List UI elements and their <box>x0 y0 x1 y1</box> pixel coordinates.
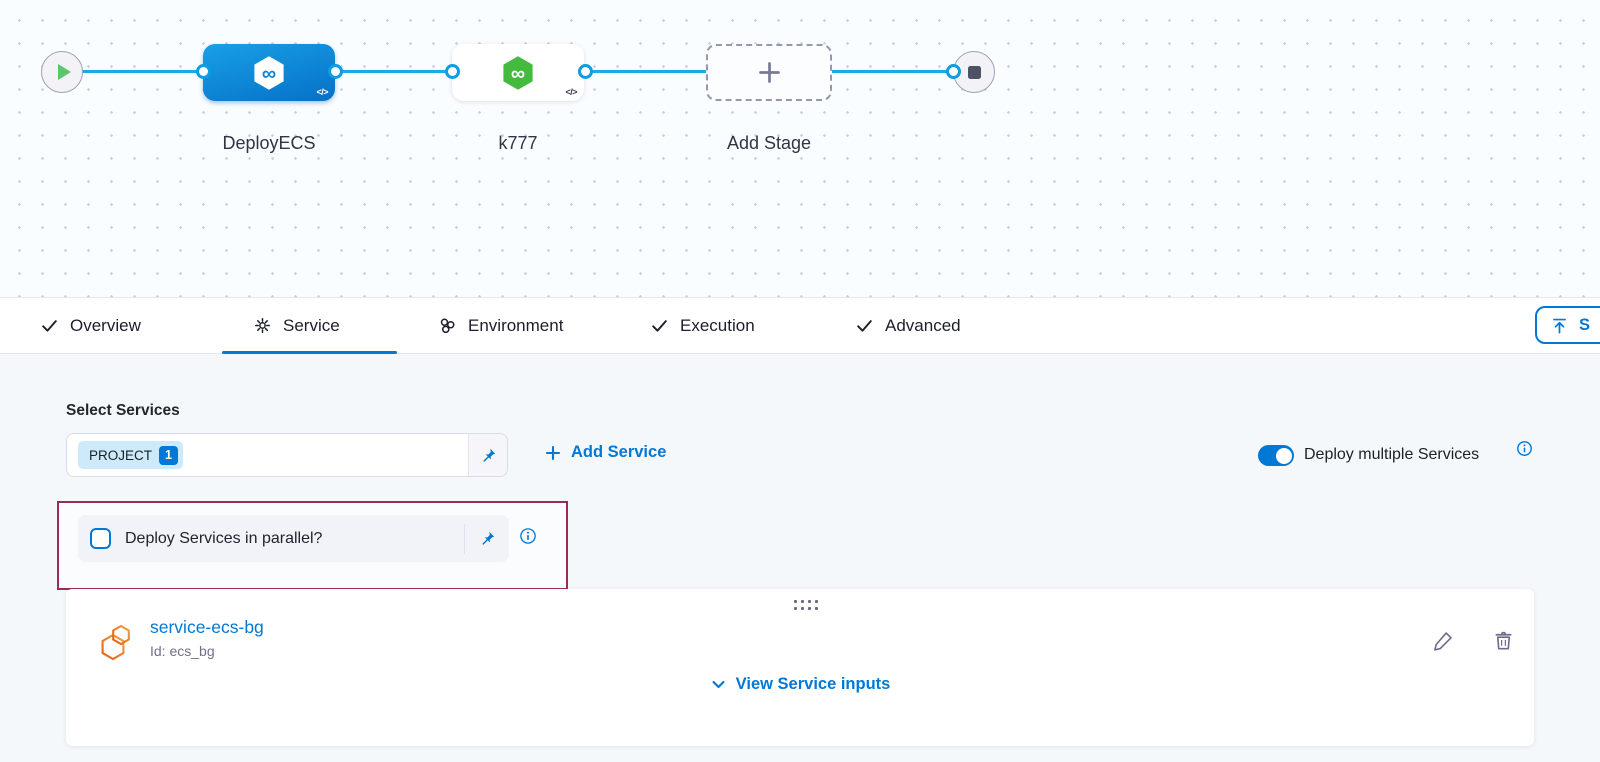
select-services-label: Select Services <box>66 402 180 419</box>
drag-handle-icon[interactable] <box>794 600 818 610</box>
svg-text:∞: ∞ <box>511 62 525 84</box>
environment-icon <box>440 318 455 333</box>
edit-service-button[interactable] <box>1432 629 1456 653</box>
deploy-multiple-services-label: Deploy multiple Services <box>1304 446 1480 463</box>
service-tab-panel: Select Services PROJECT 1 Add Service De… <box>0 355 1600 762</box>
code-view-icon[interactable]: </> <box>316 87 328 97</box>
harness-hexagon-icon: ∞ <box>254 55 284 90</box>
deploy-multiple-services-toggle[interactable] <box>1258 445 1294 466</box>
tab-advanced[interactable]: Advanced <box>855 298 961 353</box>
deploy-parallel-info-icon[interactable] <box>519 527 537 550</box>
pipeline-canvas[interactable]: ∞ </> ∞ </> DeployECS k777 Add Stage <box>0 0 1600 297</box>
active-tab-indicator <box>222 351 397 354</box>
stage-config-tabbar: Overview Service Environment Execution A… <box>0 297 1600 354</box>
tab-service[interactable]: Service <box>253 298 340 353</box>
selected-service-chip[interactable]: PROJECT 1 <box>78 441 184 469</box>
stop-icon <box>967 65 981 79</box>
chip-count-badge: 1 <box>159 445 179 465</box>
stage-label-k777: k777 <box>498 133 538 153</box>
stage-port[interactable] <box>946 64 961 79</box>
service-hexagon-icon <box>96 619 136 670</box>
plus-icon <box>545 445 561 460</box>
upload-icon <box>1553 318 1566 333</box>
service-name-link[interactable]: service-ecs-bg <box>150 617 264 637</box>
service-id-text: Id: ecs_bg <box>150 643 215 659</box>
deploy-multiple-info-icon[interactable] <box>1516 440 1533 462</box>
code-view-icon[interactable]: </> <box>565 87 577 97</box>
gear-icon <box>255 318 270 333</box>
toggle-knob <box>1275 447 1292 464</box>
pin-icon <box>482 448 495 462</box>
stage-node-k777[interactable]: ∞ </> <box>452 44 584 101</box>
check-icon <box>42 320 57 332</box>
save-button[interactable]: S <box>1535 306 1600 344</box>
pipeline-start-node[interactable] <box>41 51 83 93</box>
add-stage-button[interactable] <box>706 44 832 101</box>
stage-port[interactable] <box>196 64 211 79</box>
harness-hexagon-icon-green: ∞ <box>503 55 533 90</box>
deploy-parallel-checkbox[interactable] <box>90 528 111 549</box>
chevron-down-icon <box>712 680 725 689</box>
check-icon <box>652 320 667 332</box>
check-icon <box>857 320 872 332</box>
deploy-parallel-field: Deploy Services in parallel? <box>78 515 509 562</box>
pencil-icon <box>1434 632 1452 651</box>
view-service-inputs-link[interactable]: View Service inputs <box>66 675 1534 694</box>
stage-label-deployecs: DeployECS <box>222 133 316 153</box>
stage-node-deployecs[interactable]: ∞ </> <box>203 44 335 101</box>
service-select-input[interactable]: PROJECT 1 <box>66 433 508 477</box>
stage-port[interactable] <box>445 64 460 79</box>
add-stage-label: Add Stage <box>726 133 812 153</box>
pin-input-type-button[interactable] <box>465 530 509 547</box>
tab-environment[interactable]: Environment <box>437 298 563 353</box>
add-service-button[interactable]: Add Service <box>544 443 666 462</box>
service-card: service-ecs-bg Id: ecs_bg View Service i… <box>66 589 1534 746</box>
tab-execution[interactable]: Execution <box>650 298 755 353</box>
tab-overview[interactable]: Overview <box>40 298 141 353</box>
deploy-parallel-label: Deploy Services in parallel? <box>125 529 323 547</box>
stage-port[interactable] <box>328 64 343 79</box>
pin-icon <box>481 531 494 545</box>
play-icon <box>57 64 71 80</box>
plus-icon <box>758 62 780 83</box>
delete-service-button[interactable] <box>1492 629 1516 653</box>
trash-icon <box>1495 631 1512 650</box>
stage-port[interactable] <box>578 64 593 79</box>
svg-text:∞: ∞ <box>262 62 276 84</box>
field-divider <box>464 523 465 554</box>
pin-input-type-button[interactable] <box>468 434 507 476</box>
